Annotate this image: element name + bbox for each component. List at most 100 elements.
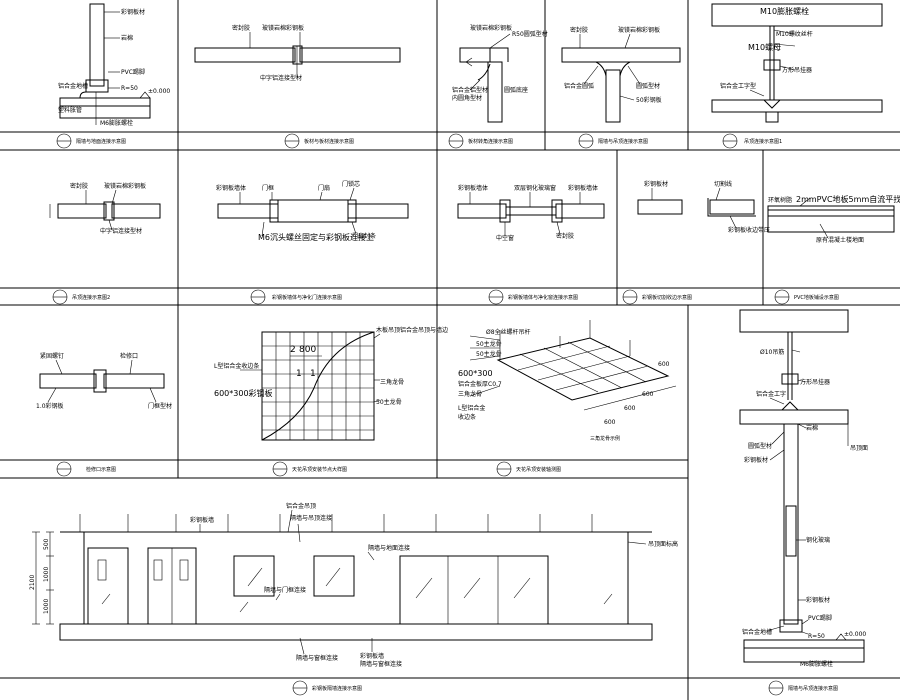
p2-label-a: 密封胶 <box>232 24 250 32</box>
p15-label-j: PVC踢脚 <box>808 614 832 622</box>
p13-label-k: 600 <box>624 405 636 412</box>
p15-label-d: 岩棉 <box>806 424 818 432</box>
p12-label-c: 800 <box>299 345 316 355</box>
panel-board-board: 密封胶 玻镁岩棉彩钢板 中字铝连接型材 板材与板材连接示意图 <box>194 24 401 149</box>
p11-title: 检修口示意图 <box>86 466 116 473</box>
p11-label-d: 门框型材 <box>148 402 172 410</box>
p14-label-g: 彩钢板墙 <box>360 652 384 660</box>
p8-label-e: 密封胶 <box>556 232 574 240</box>
p12-label-a: L型铝合金收边条 <box>214 362 259 370</box>
p12-title: 天花吊顶安装节点大样图 <box>292 466 347 473</box>
p15-label-a: Ø10吊筋 <box>760 348 784 356</box>
panel-board-corner: 玻镁岩棉彩钢板 R50圆弧型材 铝合金铝型材 内圆角型材 圆弧底座 板材转角连接… <box>448 24 548 149</box>
p9-label-b: 切割线 <box>714 180 732 188</box>
p10-label-c: 原有混凝土楼地面 <box>816 236 864 244</box>
p15-label-n: 吊顶面 <box>850 445 868 452</box>
p15-label-c: 铝合金工字 <box>756 390 786 398</box>
p10-label-b: 2mmPVC地板5mm自流平找平 <box>796 194 900 204</box>
p2-label-b: 玻镁岩棉彩钢板 <box>262 24 304 32</box>
p9-label-c: 彩钢板收边带压 <box>728 226 770 234</box>
p4-title: 隔墙与吊顶连接示意图 <box>598 138 648 145</box>
panel-door: 彩钢板墙体 门框 门扇 门锁芯 M6沉头螺丝固定与彩钢板连接上 门扇封条 彩钢板… <box>216 180 409 305</box>
elevation-window-2 <box>313 555 355 597</box>
panel-ceiling-axonometric: Ø8全丝螺杆吊杆 50主龙骨 50主龙骨 600*300 铝合金板厚C0.7 三… <box>458 320 677 477</box>
p14-label-e: 隔墙与门框连接 <box>264 586 306 594</box>
p2-title: 板材与板材连接示意图 <box>304 138 354 145</box>
p7-title-symbol <box>250 289 266 305</box>
panel-pvc-floor: 环氧树脂 2mmPVC地板5mm自流平找平 原有混凝土楼地面 PVC地板铺设示意… <box>767 194 900 305</box>
p10-title: PVC地板铺设示意图 <box>794 294 839 301</box>
p6-label-b: 玻镁岩棉彩钢板 <box>104 182 146 190</box>
p11-title-symbol <box>56 461 72 477</box>
p13-label-e: 铝合金板厚C0.7 <box>458 380 502 388</box>
p5-label-a: M10膨胀螺栓 <box>760 6 809 16</box>
panel-ceiling-detail: L型铝合金收边条 2 800 1 1 600*300彩钢板 木板吊顶铝合金吊顶与… <box>214 326 448 477</box>
panel-wall-elevation: 500 1000 1000 2100 彩钢板墙 铝合金吊顶 隔墙与吊顶连接 隔墙… <box>29 502 678 696</box>
p1-label-f: 铝合金地槽 <box>58 82 88 90</box>
p12-grid <box>261 331 375 441</box>
p1-label-g: 塑料胀管 <box>58 106 82 114</box>
p13-label-m: 600 <box>658 361 670 368</box>
panel-wall-ceiling: 密封胶 玻镁岩棉彩钢板 铝合金圆弧 圆弧型材 50彩钢板 隔墙与吊顶连接示意图 <box>561 26 681 149</box>
p15-title-symbol <box>768 680 784 696</box>
panel-tall-section: Ø10吊筋 方形吊挂器 铝合金工字 岩棉 圆弧型材 彩钢板材 钢化玻璃 彩钢板材… <box>739 309 868 696</box>
p13-label-g: L型铝合金 <box>458 404 485 412</box>
elevation-window-large <box>399 555 549 625</box>
p12-label-g: 木板吊顶铝合金吊顶与墙边 <box>376 326 448 334</box>
p15-label-k: R=50 <box>808 633 825 640</box>
p3-label-d: 内圆角型材 <box>452 94 482 102</box>
p7-label-d: 门锁芯 <box>342 180 360 188</box>
p12-label-h: 三角龙骨 <box>380 378 404 386</box>
p3-title-symbol <box>448 133 464 149</box>
p3-title: 板材转角连接示意图 <box>468 138 513 145</box>
p13-label-a: Ø8全丝螺杆吊杆 <box>486 328 531 336</box>
p3-label-a: 玻镁岩棉彩钢板 <box>470 24 512 32</box>
p5-label-e: 铝合金工字型 <box>720 82 756 90</box>
p5-label-d: 方形吊挂器 <box>782 66 812 74</box>
p13-label-f: 三角龙骨 <box>458 390 482 398</box>
p6-title: 吊顶连接示意图2 <box>72 294 110 301</box>
p1-label-h: M6膨胀螺栓 <box>100 119 133 127</box>
p5-label-c: M10螺母 <box>748 42 781 52</box>
p10-label-a: 环氧树脂 <box>768 196 792 204</box>
p3-label-c: 铝合金铝型材 <box>452 86 488 94</box>
p13-label-i: 三角龙骨示例 <box>590 435 620 442</box>
p14-label-i: 吊顶面标高 <box>648 540 678 548</box>
p12-label-i: 50主龙骨 <box>376 398 402 406</box>
p4-label-d: 圆弧型材 <box>636 82 660 90</box>
p1-label-d: R=50 <box>121 85 138 92</box>
p7-label-e: M6沉头螺丝固定与彩钢板连接上 <box>258 232 374 242</box>
p12-label-b: 2 <box>290 345 296 355</box>
elevation-door-single <box>87 547 129 625</box>
panel-ceiling-hanger-1: M10膨胀螺栓 M10螺纹丝杆 M10螺母 方形吊挂器 铝合金工字型 吊顶连接示… <box>711 3 883 149</box>
p8-label-a: 彩钢板墙体 <box>458 184 488 192</box>
p15-label-h: 彩钢板材 <box>806 596 830 604</box>
p11-label-c: 1.0彩钢板 <box>36 402 64 410</box>
p14-dim-4: 2100 <box>29 575 36 590</box>
p7-label-a: 彩钢板墙体 <box>216 184 246 192</box>
p14-label-d: 隔墙与地面连接 <box>368 544 410 552</box>
p15-label-m: M6膨胀螺栓 <box>800 660 833 668</box>
panel-cut-edge: 彩钢板材 切割线 彩钢板收边带压 彩钢板切割收边示意图 <box>622 180 770 305</box>
p14-label-c: 隔墙与吊顶连接 <box>290 514 332 522</box>
p4-label-e: 50彩钢板 <box>636 96 662 104</box>
p15-label-e: 圆弧型材 <box>748 442 772 450</box>
panel-access-hatch: 紧固螺钉 检修口 1.0彩钢板 门框型材 检修口示意图 <box>36 352 172 477</box>
p10-title-symbol <box>774 289 790 305</box>
p3-label-b: R50圆弧型材 <box>512 30 548 38</box>
p4-label-a: 密封胶 <box>570 26 588 34</box>
p11-label-a: 紧固螺钉 <box>40 352 64 360</box>
p7-label-f: 门扇封条 <box>352 232 376 240</box>
elevation-window-1 <box>233 555 275 597</box>
p1-label-e: ±0.000 <box>148 88 170 95</box>
p15-label-g: 钢化玻璃 <box>806 536 830 544</box>
p1-label-a: 彩钢板材 <box>121 8 145 16</box>
p15-title: 隔墙与吊顶连接示意图 <box>788 685 838 692</box>
p14-dim-1: 500 <box>43 538 50 550</box>
p12-label-f: 600*300彩钢板 <box>214 388 273 398</box>
p2-label-c: 中字铝连接型材 <box>260 74 302 82</box>
p4-title-symbol <box>578 133 594 149</box>
p6-label-c: 中字铝连接型材 <box>100 227 142 235</box>
